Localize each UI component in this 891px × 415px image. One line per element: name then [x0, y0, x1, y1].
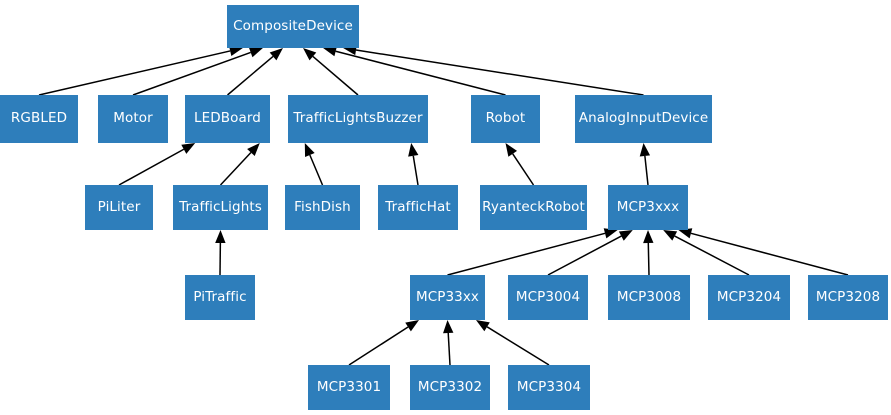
inheritance-edge-ryanteckrobot-to-robot [512, 153, 535, 186]
class-node-mcp33xx[interactable]: MCP33xx [410, 275, 485, 320]
class-node-label: MCP3204 [716, 288, 782, 305]
arrowhead-icon [618, 230, 633, 241]
arrowhead-icon [643, 230, 654, 244]
class-node-label: RyanteckRobot [482, 198, 585, 215]
class-node-label: CompositeDevice [233, 17, 353, 34]
class-node-label: Motor [113, 110, 153, 127]
inheritance-edge-mcp3302-to-mcp33xx [447, 332, 451, 366]
arrowhead-icon [303, 48, 317, 61]
class-node-mcp3302[interactable]: MCP3302 [410, 365, 490, 410]
arrowhead-icon [443, 320, 454, 334]
class-node-ledboard[interactable]: LEDBoard [185, 95, 270, 143]
class-node-label: MCP3xxx [616, 198, 680, 215]
arrowhead-icon [248, 47, 263, 58]
class-node-label: PiLiter [97, 198, 141, 215]
inheritance-edge-piliter-to-ledboard [118, 148, 185, 186]
inheritance-edge-motor-to-compositedevice [132, 51, 251, 96]
class-node-mcp3301[interactable]: MCP3301 [308, 365, 390, 410]
class-node-trafficlightsbuzzer[interactable]: TrafficLightsBuzzer [288, 95, 428, 143]
inheritance-edge-robot-to-compositedevice [335, 50, 506, 96]
class-node-label: MCP3004 [515, 288, 581, 305]
class-node-compositedevice[interactable]: CompositeDevice [227, 5, 359, 48]
inheritance-edge-traffichat-to-trafficlightsbuzzer [412, 155, 419, 186]
arrowhead-icon [215, 230, 226, 244]
class-node-mcp3004[interactable]: MCP3004 [508, 275, 588, 320]
inheritance-edge-fishdish-to-trafficlightsbuzzer [309, 154, 324, 186]
class-node-label: MCP3301 [316, 378, 382, 395]
class-node-analoginputdevice[interactable]: AnalogInputDevice [575, 95, 712, 143]
inheritance-edge-analoginputdevice-to-compositedevice [355, 49, 644, 96]
arrowhead-icon [505, 143, 518, 157]
class-node-label: MCP3208 [815, 288, 881, 305]
arrowhead-icon [405, 320, 419, 332]
class-node-label: TrafficLights [179, 198, 262, 215]
class-node-label: PiTraffic [193, 288, 247, 305]
class-node-pitraffic[interactable]: PiTraffic [185, 275, 255, 320]
inheritance-edge-trafficlightsbuzzer-to-compositedevice [312, 55, 359, 96]
class-node-mcp3008[interactable]: MCP3008 [608, 275, 690, 320]
class-node-label: Robot [485, 110, 526, 127]
class-node-mcp3204[interactable]: MCP3204 [708, 275, 790, 320]
inheritance-edge-rgbled-to-compositedevice [38, 50, 231, 96]
arrowhead-icon [269, 48, 283, 61]
arrowhead-icon [247, 143, 260, 157]
inheritance-edge-mcp3304-to-mcp33xx [486, 326, 550, 366]
arrowhead-icon [408, 143, 419, 157]
class-node-fishdish[interactable]: FishDish [285, 185, 360, 230]
inheritance-edge-mcp3008-to-mcp3xxx [647, 242, 650, 276]
arrowhead-icon [476, 320, 490, 332]
class-node-label: RGBLED [10, 110, 68, 127]
inheritance-edge-mcp3204-to-mcp3xxx [674, 235, 750, 276]
class-node-motor[interactable]: Motor [98, 95, 168, 143]
class-node-robot[interactable]: Robot [471, 95, 540, 143]
class-node-ryanteckrobot[interactable]: RyanteckRobot [480, 185, 587, 230]
class-node-label: LEDBoard [194, 110, 261, 127]
inheritance-edge-trafficlights-to-ledboard [219, 151, 252, 186]
class-node-label: FishDish [294, 198, 351, 215]
class-node-label: MCP3008 [616, 288, 682, 305]
class-node-mcp3208[interactable]: MCP3208 [808, 275, 888, 320]
class-node-label: MCP3304 [516, 378, 582, 395]
inheritance-edge-mcp3xxx-to-analoginputdevice [644, 155, 649, 186]
class-node-mcp3xxx[interactable]: MCP3xxx [608, 185, 688, 230]
class-node-trafficlights[interactable]: TrafficLights [173, 185, 268, 230]
class-node-label: MCP3302 [417, 378, 483, 395]
class-node-label: MCP33xx [415, 288, 480, 305]
arrowhead-icon [639, 143, 651, 157]
arrowhead-icon [181, 143, 196, 154]
class-node-rgbled[interactable]: RGBLED [0, 95, 78, 143]
inheritance-edge-mcp3208-to-mcp3xxx [690, 232, 849, 276]
class-node-mcp3304[interactable]: MCP3304 [508, 365, 590, 410]
arrowhead-icon [304, 143, 315, 157]
class-node-label: AnalogInputDevice [578, 110, 709, 127]
class-node-piliter[interactable]: PiLiter [85, 185, 153, 230]
inheritance-edge-mcp3004-to-mcp3xxx [547, 235, 622, 276]
arrowhead-icon [663, 230, 678, 241]
class-node-traffichat[interactable]: TrafficHat [378, 185, 458, 230]
inheritance-edge-mcp3301-to-mcp33xx [348, 326, 409, 366]
inheritance-edge-ledboard-to-compositedevice [227, 55, 274, 96]
class-node-label: TrafficLightsBuzzer [293, 110, 423, 127]
inheritance-edge-mcp33xx-to-mcp3xxx [447, 232, 606, 276]
class-node-label: TrafficHat [385, 198, 451, 215]
